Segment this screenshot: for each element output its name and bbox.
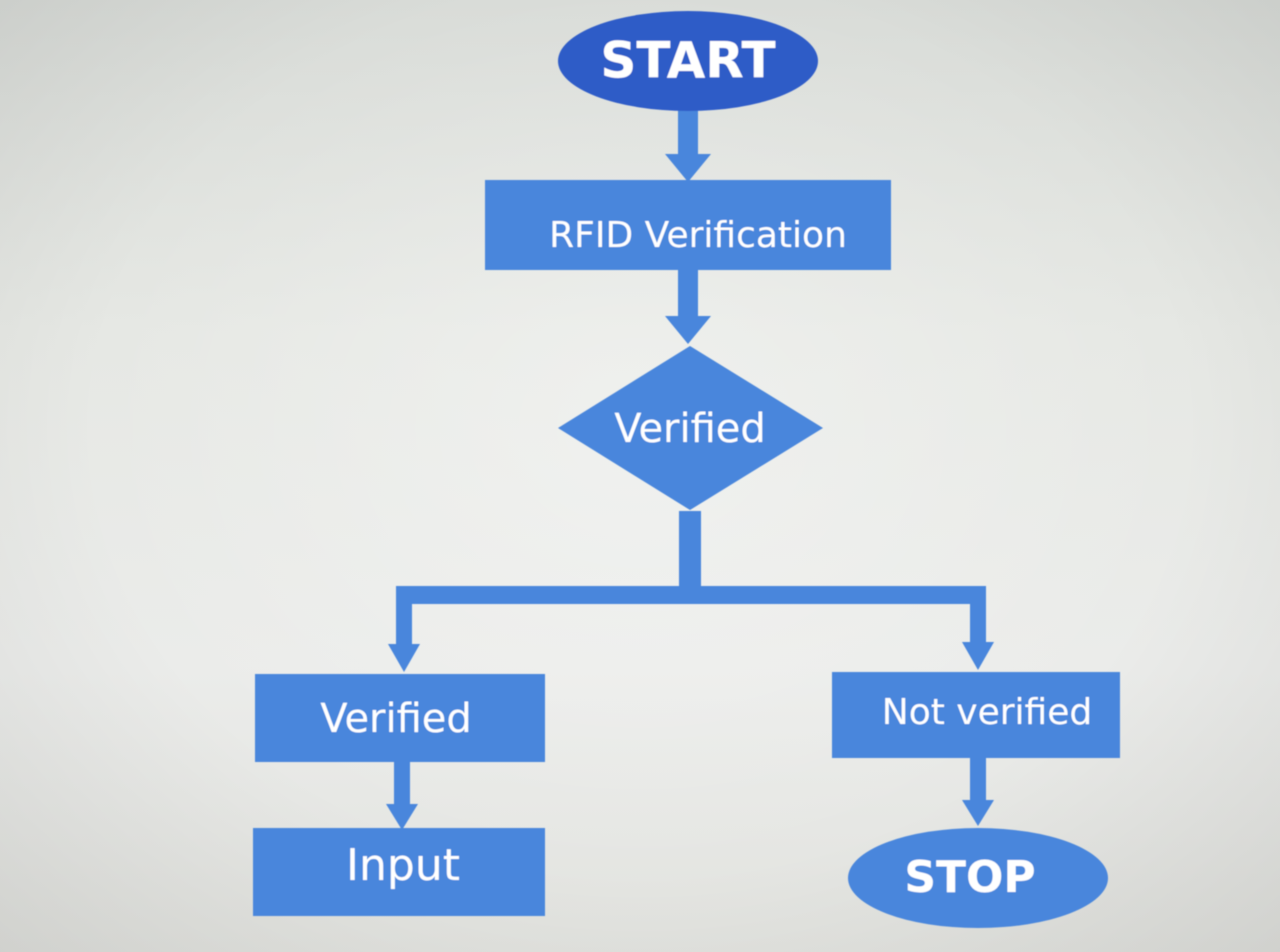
decision-label: Verified	[614, 406, 766, 452]
input-box	[253, 828, 545, 916]
decision-diamond	[558, 346, 823, 510]
node-verified: Verified	[255, 674, 545, 762]
rfid-box	[485, 180, 891, 270]
connector-split-not-verified	[962, 586, 994, 670]
stop-label: STOP	[904, 852, 1035, 903]
start-label: START	[600, 32, 775, 90]
start-ellipse	[558, 11, 818, 111]
rfid-label: RFID Verification	[549, 215, 847, 256]
stop-ellipse	[848, 828, 1108, 928]
connector-decision-split	[400, 511, 978, 604]
input-label: Input	[346, 840, 460, 891]
node-input: Input	[253, 828, 545, 916]
connector-start-rfid	[665, 108, 711, 182]
node-decision-verified: Verified	[558, 346, 823, 510]
not-verified-box	[832, 672, 1120, 758]
verified-label: Verified	[320, 696, 472, 742]
connector-rfid-decision	[665, 268, 711, 344]
node-not-verified: Not verified	[832, 672, 1120, 758]
not-verified-label: Not verified	[882, 692, 1092, 733]
connector-not-verified-stop	[962, 758, 994, 826]
node-rfid-verification: RFID Verification	[485, 180, 891, 270]
node-stop: STOP	[848, 828, 1108, 928]
connector-verified-input	[386, 760, 418, 830]
node-start: START	[558, 11, 818, 111]
connector-split-verified	[388, 586, 420, 672]
verified-box	[255, 674, 545, 762]
